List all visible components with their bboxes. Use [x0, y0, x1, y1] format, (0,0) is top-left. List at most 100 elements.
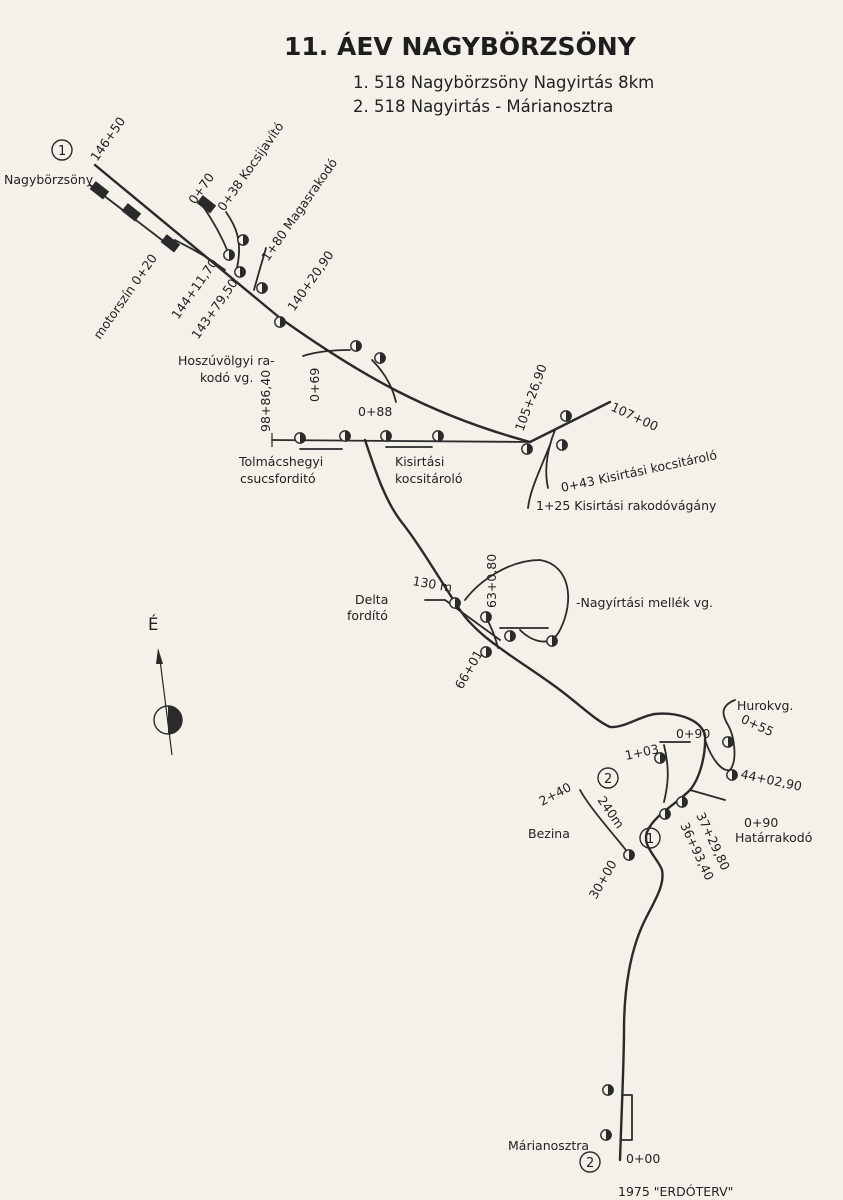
switch-140	[274, 316, 286, 328]
switch-mari-2	[600, 1129, 612, 1141]
km-98-86: 98+86,40	[258, 370, 273, 432]
line-2-description: 2. 518 Nagyirtás - Márianosztra	[353, 97, 613, 116]
km-146-50: 146+50	[87, 114, 128, 164]
switch-30	[623, 849, 635, 861]
label-bezina: Bezina	[528, 826, 570, 841]
switch-delta	[449, 597, 461, 609]
switch-kisirtasi-1	[380, 430, 392, 442]
label-hurok: Hurokvg.	[737, 698, 793, 713]
kisirtasi-branch-043	[545, 429, 556, 489]
bezina-siding	[579, 789, 631, 856]
switch-44	[726, 769, 738, 781]
label-hoszuvolgyi-1: Hoszúvölgyi ra-	[178, 353, 275, 368]
footer-credit: 1975 "ERDÓTERV"	[618, 1184, 733, 1199]
km-30-00: 30+00	[586, 857, 620, 901]
switch-mari-1	[602, 1084, 614, 1096]
km-63-80: 63+0,80	[484, 554, 499, 608]
switch-36	[659, 808, 671, 820]
label-tolmacshegyi-1: Tolmácshegyi	[238, 454, 323, 469]
kisirtasi-branch-125	[527, 444, 551, 509]
label-kocsijavito: 0+38 Kocsijavító	[214, 119, 286, 214]
switch-kisirtasi-2	[432, 430, 444, 442]
hatar-siding	[689, 789, 726, 801]
kocsijavito-siding-2	[225, 211, 240, 269]
label-kisirtasi-125: 1+25 Kisirtási rakodóvágány	[536, 498, 717, 513]
km-1-03: 1+03	[624, 741, 661, 763]
label-nagyirtasi-mellek: -Nagyírtási mellék vg.	[576, 595, 713, 610]
marker-line-1-end: 1	[639, 827, 661, 849]
km-44-02: 44+02,90	[739, 766, 803, 794]
marker-1-end-text: 1	[646, 832, 654, 847]
km-0-69: 0+69	[307, 368, 322, 402]
main-line-track	[93, 163, 612, 444]
north-compass: É	[148, 615, 183, 756]
marker-1-text: 1	[58, 144, 66, 159]
label-tolmacshegyi-2: csucsforditó	[240, 471, 316, 486]
label-delta-1: Delta	[355, 592, 388, 607]
switch-107	[560, 410, 572, 422]
switch-144	[234, 266, 246, 278]
switch-mellek-1	[504, 630, 516, 642]
switch-symbols	[223, 234, 738, 1141]
switch-kocsijavito	[237, 234, 249, 246]
switch-tolmacs-2	[339, 430, 351, 442]
label-kisirtasi-2: kocsitároló	[395, 471, 463, 486]
delta-track	[424, 599, 501, 641]
switch-1-03	[654, 752, 666, 764]
label-kisirtasi-043: 0+43 Kisirtási kocsitároló	[560, 447, 719, 495]
magasrakodo-siding	[253, 247, 267, 291]
switch-143	[256, 282, 268, 294]
building-1	[89, 181, 110, 200]
km-105-26: 105+26,90	[512, 362, 550, 433]
nagyirtasi-loop	[464, 559, 569, 643]
tolmacshegyi-track	[271, 439, 531, 443]
hurok-loop	[704, 699, 736, 772]
building-4	[196, 195, 217, 214]
marker-line-2-bezina: 2	[597, 767, 619, 789]
compass-needle	[159, 659, 173, 756]
switch-66	[480, 646, 492, 658]
label-marianosztra: Márianosztra	[508, 1138, 589, 1153]
km-0-55: 0+55	[739, 711, 776, 739]
line-2-track	[363, 438, 707, 1162]
label-hoszuvolgyi-2: kodó vg.	[200, 370, 253, 385]
km-0-88: 0+88	[358, 404, 392, 419]
switch-mellek-2	[546, 635, 558, 647]
building-3	[160, 234, 181, 253]
marker-2-bezina-text: 2	[604, 772, 612, 787]
switch-motorszin	[223, 249, 235, 261]
compass-arrow-icon	[156, 648, 163, 664]
kisirtasi-storage-track	[299, 446, 433, 450]
km-0-90-hatar: 0+90	[744, 815, 778, 830]
km-107-00: 107+00	[609, 399, 661, 434]
siding-0-88	[371, 359, 397, 403]
hoszuvolgyi-siding	[302, 349, 351, 357]
switch-63	[480, 611, 492, 623]
marker-line-1-start: 1	[51, 139, 73, 161]
label-kisirtasi-1: Kisirtási	[395, 454, 444, 469]
page-title: 11. ÁEV NAGYBÖRZSÖNY	[284, 31, 637, 61]
motorszin-siding	[174, 239, 226, 271]
label-magasrakodo: 1+80 Magasrakodó	[258, 155, 340, 263]
km-140-20: 140+20,90	[284, 248, 337, 314]
km-66-01: 66+01	[452, 647, 486, 691]
switch-37	[676, 796, 688, 808]
km-0-70: 0+70	[185, 170, 217, 207]
label-nagyborzsony: Nagybörzsöny	[4, 172, 94, 187]
marker-line-2-end: 2	[579, 1151, 601, 1173]
km-0-00: 0+00	[626, 1151, 660, 1166]
switch-105	[521, 443, 533, 455]
label-motorszin: motorszín 0+20	[90, 251, 160, 342]
km-2-40: 2+40	[536, 779, 573, 808]
label-delta-2: fordító	[347, 608, 388, 623]
km-130m: 130 m	[411, 573, 453, 595]
marker-2-end-text: 2	[586, 1156, 594, 1171]
marianosztra-siding	[621, 1094, 633, 1141]
building-2	[121, 203, 142, 222]
compass-north-label: É	[148, 615, 158, 634]
km-240m: 240m	[595, 793, 628, 831]
label-hatar: Határrakodó	[735, 830, 812, 845]
switch-tolmacs-1	[294, 432, 306, 444]
switch-hoszuvolgyi	[350, 340, 362, 352]
